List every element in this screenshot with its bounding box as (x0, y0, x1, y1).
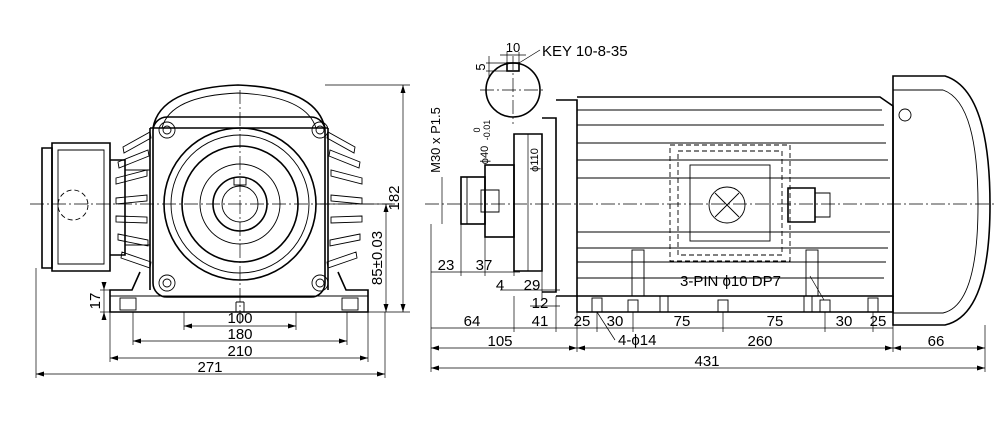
dim-23: 23 (438, 257, 455, 274)
dim-64: 64 (464, 313, 481, 330)
dim-37: 37 (476, 257, 493, 274)
dim-30b: 30 (836, 313, 853, 330)
shaft-tol-upper: 0 (472, 127, 482, 132)
key-width: 10 (506, 40, 520, 55)
dim-180: 180 (227, 326, 252, 343)
dim-4: 4 (496, 277, 504, 294)
flange-dia: ϕ110 (529, 148, 541, 172)
dim-75a: 75 (674, 313, 691, 330)
dim-85: 85±0.03 (369, 231, 386, 285)
pin-note: 3-PIN ϕ10 DP7 (680, 273, 781, 290)
dim-271: 271 (197, 359, 222, 376)
dim-105: 105 (487, 333, 512, 350)
front-view: 100 180 210 271 17 85±0.03 182 (30, 84, 410, 378)
dim-41: 41 (532, 313, 549, 330)
dim-100: 100 (227, 310, 252, 327)
shaft-tol-lower: -0.01 (482, 120, 492, 141)
thread-note: M30 x P1.5 (428, 107, 443, 173)
dim-431: 431 (694, 353, 719, 370)
side-view: M30 x P1.5 ϕ40 0 -0.01 ϕ110 23 37 4 29 1… (425, 75, 995, 372)
key-note: KEY 10-8-35 (542, 43, 628, 60)
shaft-dia: ϕ40 (479, 146, 491, 164)
key-detail: 10 5 KEY 10-8-35 (473, 40, 628, 124)
dim-29: 29 (524, 277, 541, 294)
dim-260: 260 (747, 333, 772, 350)
dim-30a: 30 (607, 313, 624, 330)
dim-210: 210 (227, 343, 252, 360)
holes-note: 4-ϕ14 (618, 332, 656, 349)
dim-25b: 25 (870, 313, 887, 330)
dim-75b: 75 (767, 313, 784, 330)
dim-12: 12 (532, 295, 549, 312)
key-depth: 5 (473, 63, 488, 70)
dim-25a: 25 (574, 313, 591, 330)
dim-182: 182 (386, 185, 403, 210)
dim-17: 17 (87, 293, 104, 310)
dim-66: 66 (928, 333, 945, 350)
